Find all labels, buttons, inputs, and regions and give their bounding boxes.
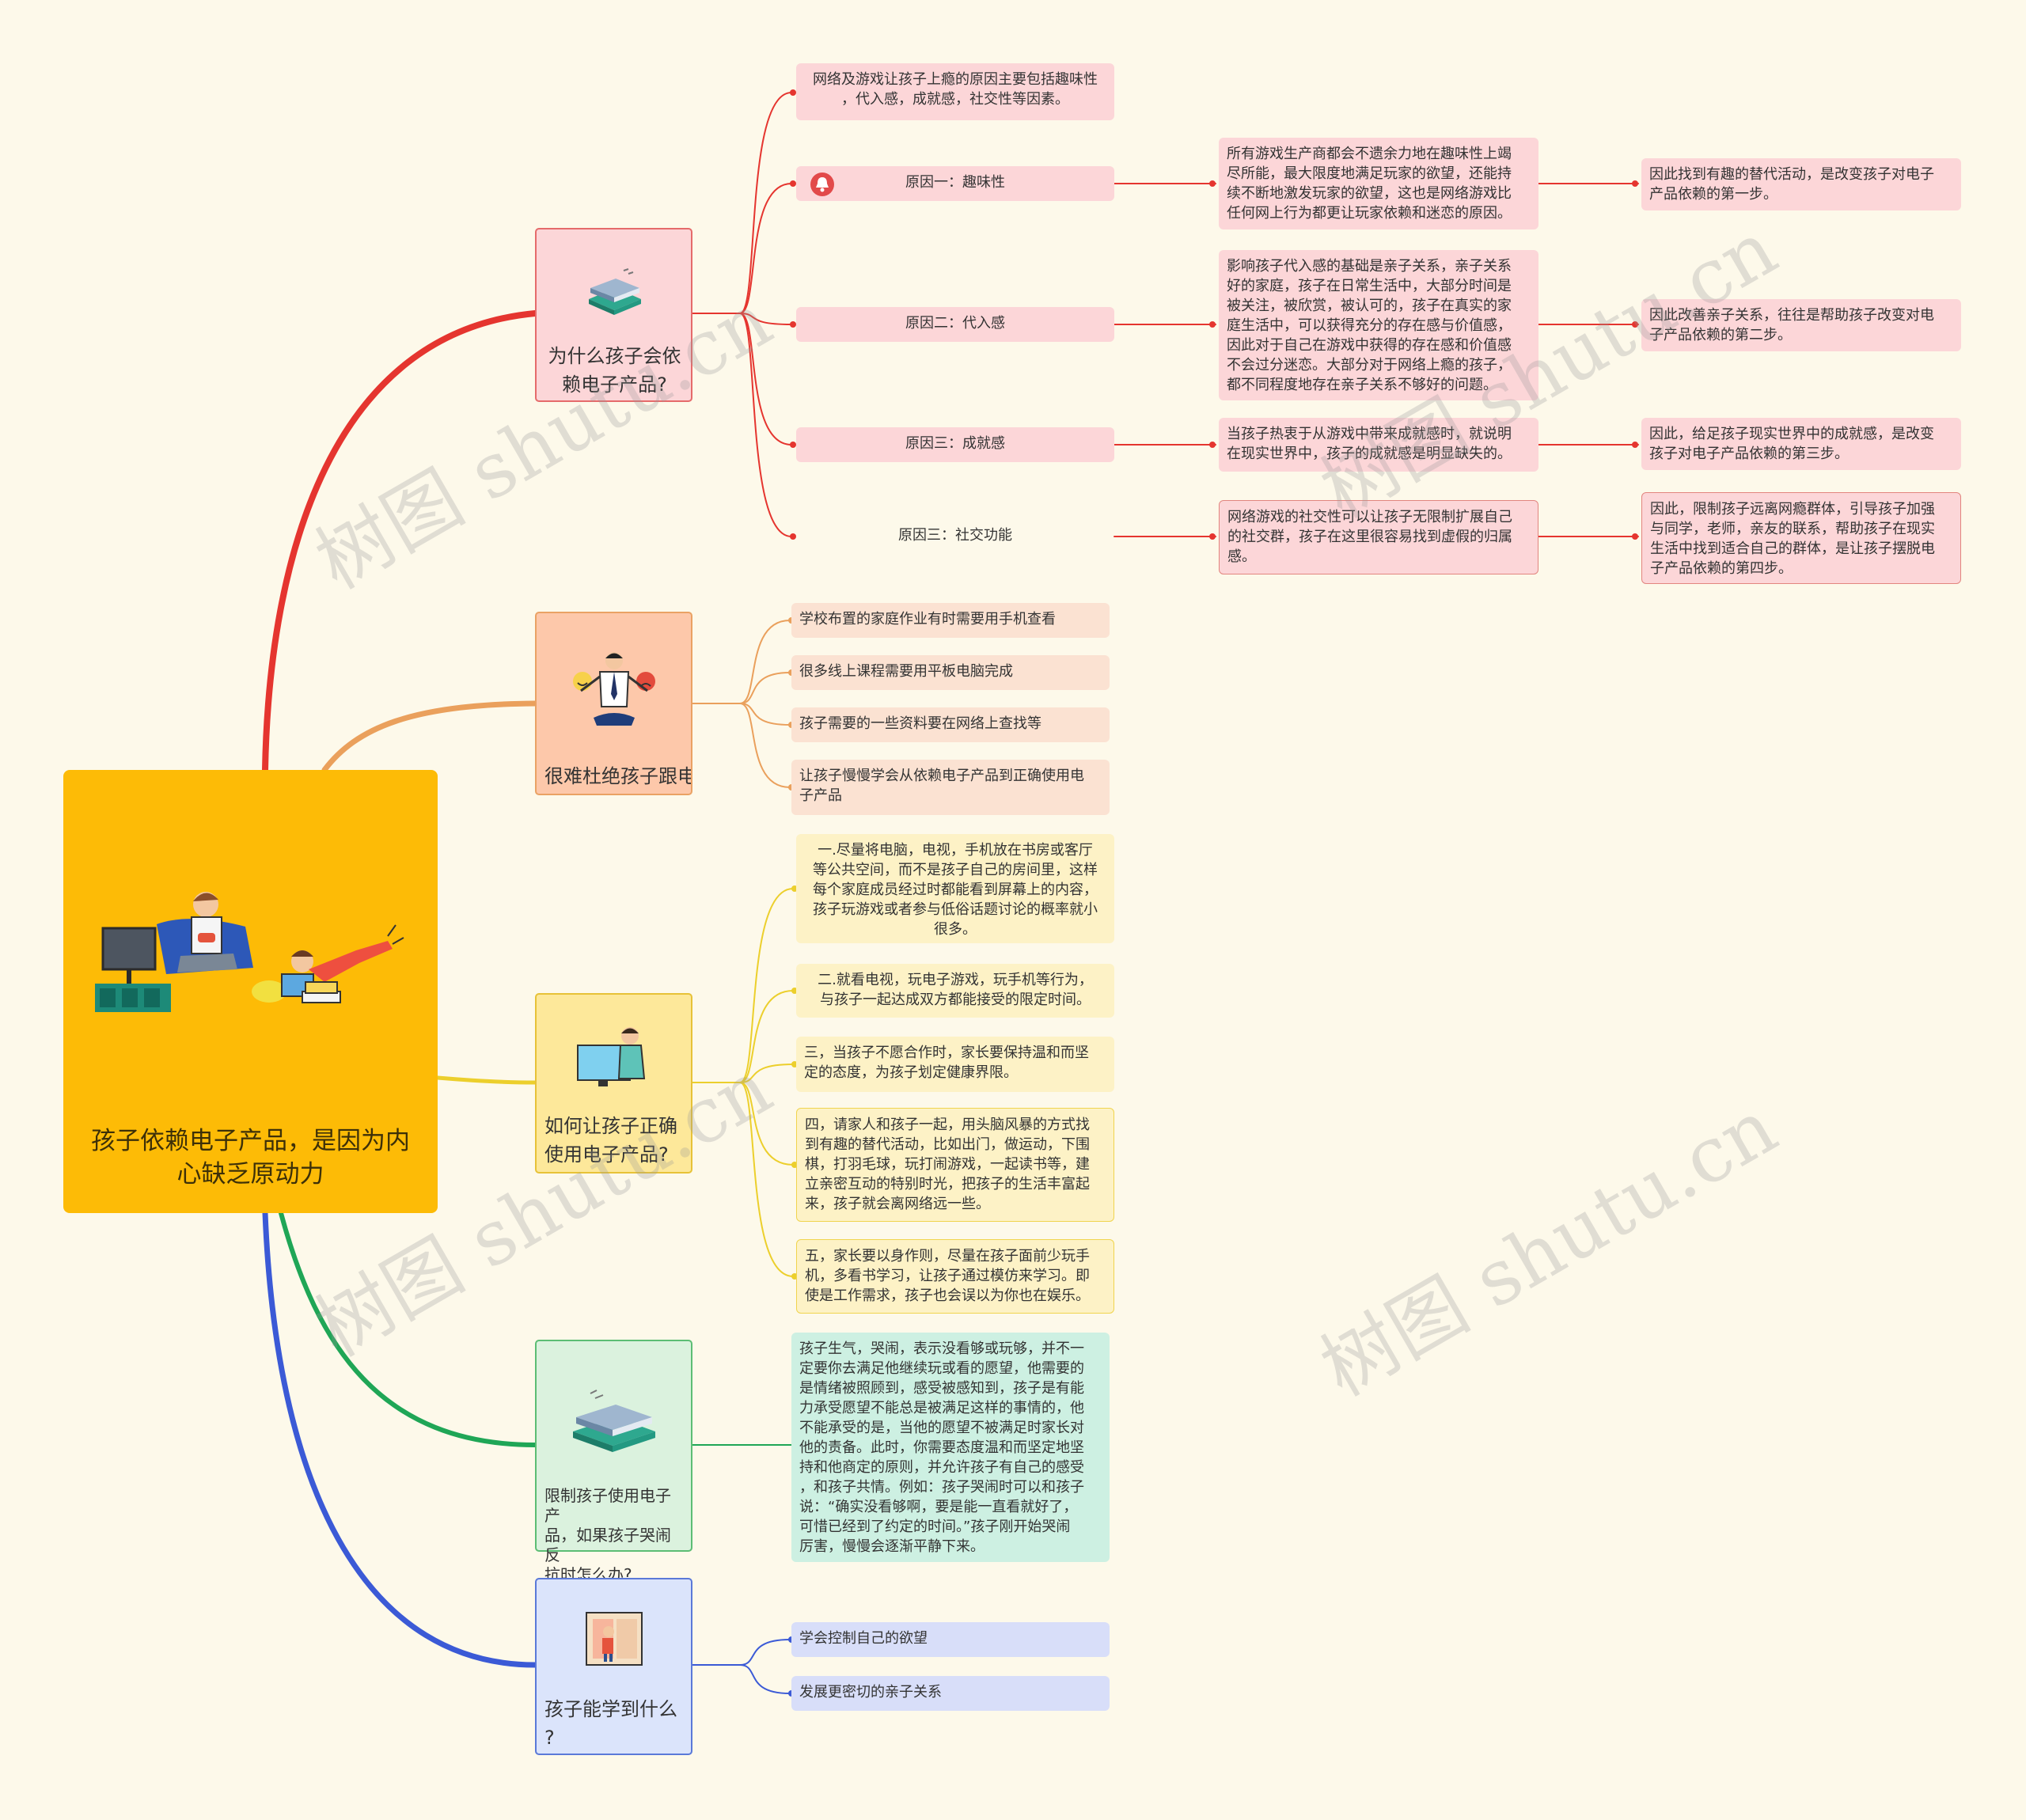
root-node[interactable]: 孩子依赖电子产品，是因为内 心缺乏原动力	[63, 770, 438, 1213]
hard-reason-research[interactable]: 孩子需要的一些资料要在网络上查找等	[791, 707, 1110, 742]
branch-1-child-line	[739, 92, 792, 314]
bell-icon	[810, 173, 834, 196]
branch-2-child-line	[739, 672, 791, 704]
crying-advice[interactable]: 孩子生气，哭闹，表示没看够或玩够，并不一 定要你去满足他继续玩或看的愿望，他需要…	[791, 1333, 1110, 1562]
branch-3-child-line	[739, 1064, 794, 1083]
hard-reason-online-course[interactable]: 很多线上课程需要用平板电脑完成	[791, 655, 1110, 690]
branch-1-child-line	[739, 183, 792, 314]
branch-3-child-line	[739, 990, 794, 1083]
branch-1-label: 为什么孩子会依 赖电子产品?	[548, 345, 681, 396]
method-1[interactable]: 一.尽量将电脑，电视，手机放在书房或客厅 等公共空间，而不是孩子自己的房间里，这…	[796, 834, 1114, 943]
connector-dot	[1632, 533, 1638, 540]
computer-teacher-icon	[576, 1027, 645, 1086]
branch-what-child-learns[interactable]: 孩子能学到什么 ?	[535, 1578, 692, 1755]
root-to-branch-1-line	[262, 310, 538, 773]
branch-3-label: 如何让孩子正确 使用电子产品?	[544, 1115, 677, 1166]
detail-immersion[interactable]: 影响孩子代入感的基础是亲子关系，亲子关系 好的家庭，孩子在日常生活中，大部分时间…	[1219, 250, 1538, 400]
connector-dot	[790, 442, 796, 448]
branch-1-child-line	[739, 313, 792, 325]
branch-2-child-line	[739, 703, 791, 788]
root-to-branch-5-line	[262, 1210, 538, 1668]
balance-person-icon	[572, 652, 655, 726]
branch-why-dependent[interactable]: 为什么孩子会依 赖电子产品?	[535, 228, 692, 402]
why-summary[interactable]: 网络及游戏让孩子上瘾的原因主要包括趣味性 ，代入感，成就感，社交性等因素。	[796, 63, 1114, 120]
connector-dot	[790, 89, 796, 96]
branch-how-to-use[interactable]: 如何让孩子正确 使用电子产品?	[535, 993, 692, 1174]
books-stack-icon	[572, 1390, 655, 1452]
method-5[interactable]: 五，家长要以身作则，尽量在孩子面前少玩手 机，多看书学习，让孩子通过模仿来学习。…	[796, 1239, 1114, 1314]
conclusion-step-3[interactable]: 因此，给足孩子现实世界中的成就感，是改变 孩子对电子产品依赖的第三步。	[1641, 418, 1961, 470]
reason-social[interactable]: 原因三：社交功能	[898, 527, 1012, 544]
connector-dot	[1209, 533, 1216, 540]
branch-4-label: 限制孩子使用电子产 品，如果孩子哭闹反 抗时怎么办?	[544, 1486, 671, 1584]
branch-hard-to-avoid[interactable]: 很难杜绝孩子跟电	[535, 612, 692, 795]
connector-dot	[1632, 321, 1638, 328]
conclusion-step-2[interactable]: 因此改善亲子关系，往往是帮助孩子改变对电 子产品依赖的第二步。	[1641, 299, 1961, 351]
connector-dot	[790, 321, 796, 328]
branch-2-label: 很难杜绝孩子跟电	[544, 765, 692, 787]
branch-3-child-line	[739, 1082, 794, 1166]
root-to-branch-2-line	[321, 700, 538, 773]
connector-dot	[1632, 180, 1638, 187]
method-2[interactable]: 二.就看电视，玩电子游戏，玩手机等行为， 与孩子一起达成双方都能接受的限定时间。	[796, 964, 1114, 1018]
reason-immersion[interactable]: 原因二：代入感	[796, 307, 1114, 342]
books-stack-icon	[588, 268, 641, 315]
learn-closer-relationship[interactable]: 发展更密切的亲子关系	[791, 1676, 1110, 1711]
detail-achievement[interactable]: 当孩子热衷于从游戏中带来成就感时，就说明 在现实世界中，孩子的成就感是明显缺失的…	[1219, 418, 1538, 472]
branch-2-child-line	[739, 703, 791, 726]
learn-self-control[interactable]: 学会控制自己的欲望	[791, 1622, 1110, 1657]
branch-3-child-line	[739, 888, 794, 1083]
connector-dot	[1209, 321, 1216, 328]
branch-5-label: 孩子能学到什么 ?	[544, 1698, 677, 1749]
branch-5-child-line	[739, 1664, 791, 1694]
detail-social[interactable]: 网络游戏的社交性可以让孩子无限制扩展自己 的社交群，孩子在这里很容易找到虚假的归…	[1219, 500, 1538, 574]
connector-dot	[1209, 442, 1216, 448]
reading-child-icon	[585, 1612, 643, 1666]
root-label: 孩子依赖电子产品，是因为内 心缺乏原动力	[91, 1127, 410, 1189]
connector-dot	[790, 533, 796, 540]
connector-dot	[790, 180, 796, 187]
root-to-branch-4-line	[279, 1211, 537, 1447]
method-3[interactable]: 三，当孩子不愿合作时，家长要保持温和而坚 定的态度，为孩子划定健康界限。	[796, 1037, 1114, 1092]
branch-5-child-line	[739, 1639, 791, 1666]
hard-reason-learn-use[interactable]: 让孩子慢慢学会从依赖电子产品到正确使用电 子产品	[791, 760, 1110, 815]
branch-1-child-line	[739, 313, 792, 537]
reason-achievement[interactable]: 原因三：成就感	[796, 427, 1114, 462]
detail-fun[interactable]: 所有游戏生产商都会不遗余力地在趣味性上竭 尽所能，最大限度地满足玩家的欲望，还能…	[1219, 138, 1538, 229]
connector-dot	[1209, 180, 1216, 187]
branch-2-child-line	[739, 620, 791, 704]
reason-fun[interactable]: 原因一：趣味性	[796, 166, 1114, 201]
branch-if-child-cries[interactable]: 限制孩子使用电子产 品，如果孩子哭闹反 抗时怎么办?	[535, 1340, 692, 1584]
conclusion-step-4[interactable]: 因此，限制孩子远离网瘾群体，引导孩子加强 与同学，老师，亲友的联系，帮助孩子在现…	[1641, 492, 1961, 584]
family-illustration-icon	[95, 892, 404, 1012]
root-to-branch-3-line	[435, 1075, 537, 1085]
conclusion-step-1[interactable]: 因此找到有趣的替代活动，是改变孩子对电子 产品依赖的第一步。	[1641, 158, 1961, 210]
connector-dot	[1632, 442, 1638, 448]
branch-3-child-line	[739, 1082, 794, 1277]
branch-1-child-line	[739, 313, 792, 446]
method-4[interactable]: 四，请家人和孩子一起，用头脑风暴的方式找 到有趣的替代活动，比如出门，做运动，下…	[796, 1108, 1114, 1222]
hard-reason-homework[interactable]: 学校布置的家庭作业有时需要用手机查看	[791, 603, 1110, 638]
